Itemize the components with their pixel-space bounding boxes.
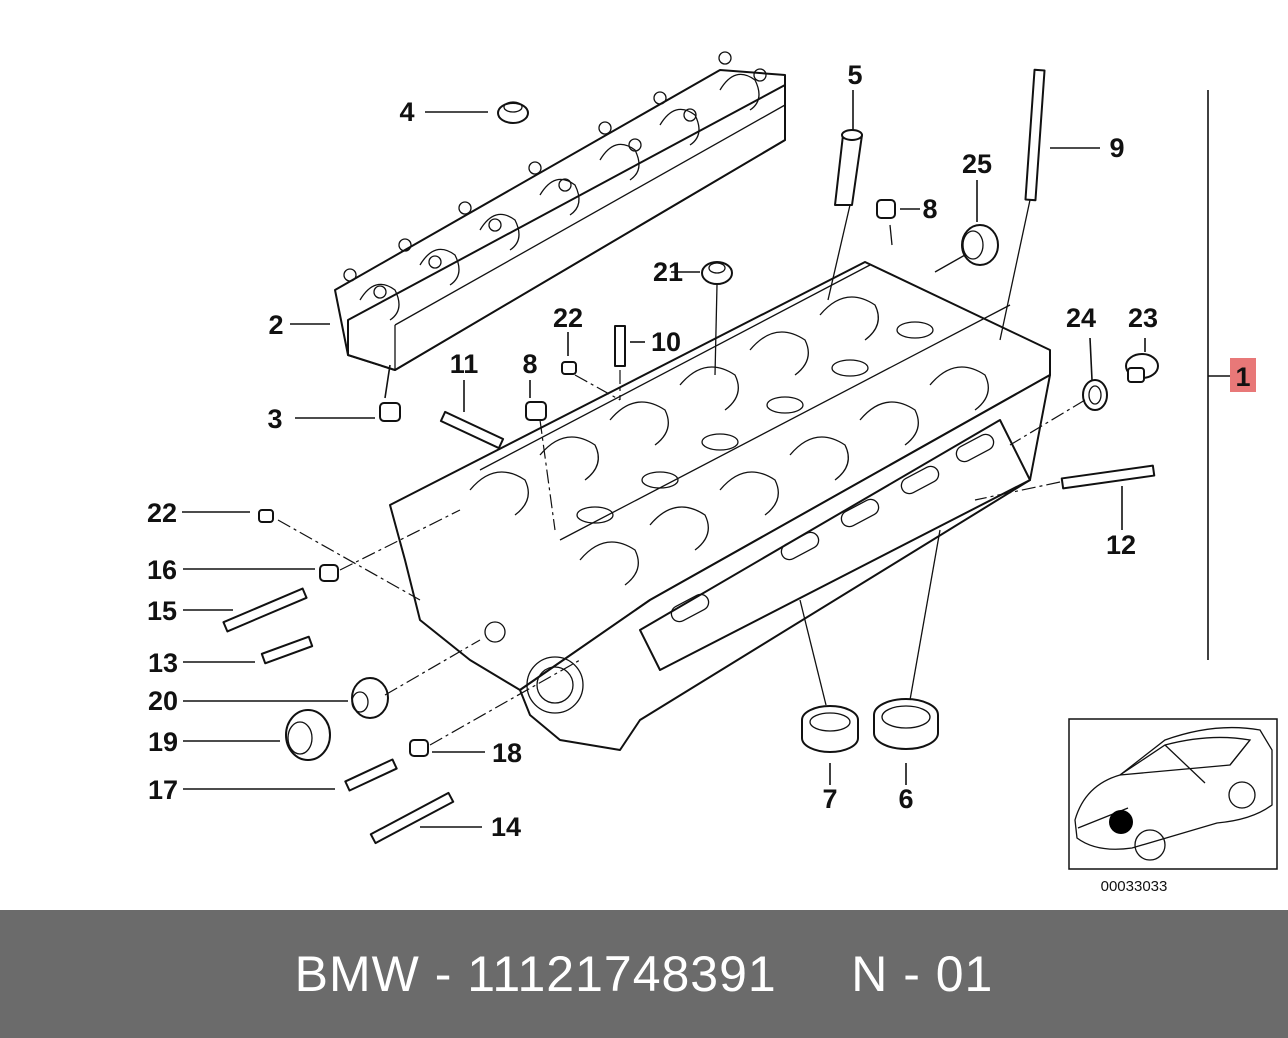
callout-25[interactable]: 25 xyxy=(962,149,992,179)
assembly-axis-lines xyxy=(277,199,1086,746)
bolt-part-10 xyxy=(614,325,626,367)
seal-ring-part-6 xyxy=(873,698,939,750)
washer-part-24 xyxy=(1082,379,1108,411)
stud-part-14 xyxy=(369,791,455,845)
cylinder-head xyxy=(389,261,1051,751)
stud-part-17 xyxy=(344,758,398,792)
dowel-part-8-upper xyxy=(876,199,896,219)
location-marker-icon xyxy=(1109,810,1133,834)
callout-20[interactable]: 20 xyxy=(148,686,178,716)
inset-code: 00033033 xyxy=(1101,878,1168,895)
stud-part-9 xyxy=(1024,68,1046,202)
dowel-part-8-lower xyxy=(525,401,547,421)
callout-22-lower[interactable]: 22 xyxy=(147,498,177,528)
plug-part-20 xyxy=(351,677,389,719)
separator: - xyxy=(419,946,468,1002)
bushing-part-16 xyxy=(319,564,339,582)
grub-screw-part-22-lower xyxy=(258,509,274,523)
callout-17[interactable]: 17 xyxy=(148,775,178,805)
plug-part-23 xyxy=(1125,353,1159,383)
callout-19[interactable]: 19 xyxy=(148,727,178,757)
callout-5[interactable]: 5 xyxy=(847,60,862,90)
callout-1[interactable]: 1 xyxy=(1235,362,1250,392)
callout-22-upper[interactable]: 22 xyxy=(553,303,583,333)
callout-2[interactable]: 2 xyxy=(268,310,283,340)
callout-4[interactable]: 4 xyxy=(399,97,414,127)
grub-screw-part-22-upper xyxy=(561,361,577,375)
callout-labels: 1 2 3 4 5 6 7 8 8 9 10 11 12 13 14 15 16… xyxy=(147,60,1256,842)
callout-13[interactable]: 13 xyxy=(148,648,178,678)
nut-part-4 xyxy=(497,101,529,124)
vehicle-location-inset: 00033033 xyxy=(1068,718,1278,895)
stud-part-12 xyxy=(1060,464,1156,490)
seal-ring-part-7 xyxy=(801,705,859,753)
callout-1-highlight xyxy=(1230,358,1256,392)
parts-diagram: 1 2 3 4 5 6 7 8 8 9 10 11 12 13 14 15 16… xyxy=(146,51,1278,895)
camshaft-bearing-ladder xyxy=(334,51,786,371)
callout-16[interactable]: 16 xyxy=(147,555,177,585)
part-number: 11121748391 xyxy=(467,946,777,1002)
callout-18[interactable]: 18 xyxy=(492,738,522,768)
spacer xyxy=(777,945,851,1003)
diagram-code: N - 01 xyxy=(851,946,994,1002)
brand-label: BMW xyxy=(294,946,420,1002)
callout-8-lower[interactable]: 8 xyxy=(522,349,537,379)
bushing-part-18 xyxy=(409,739,429,757)
callout-23[interactable]: 23 xyxy=(1128,303,1158,333)
callout-8-upper[interactable]: 8 xyxy=(922,194,937,224)
bushing-part-3 xyxy=(379,402,401,422)
car-silhouette-icon xyxy=(1074,726,1273,861)
callout-10[interactable]: 10 xyxy=(651,327,681,357)
callout-14[interactable]: 14 xyxy=(491,812,521,842)
callout-12[interactable]: 12 xyxy=(1106,530,1136,560)
plug-part-21 xyxy=(701,261,733,285)
callout-9[interactable]: 9 xyxy=(1109,133,1124,163)
stud-part-15 xyxy=(222,587,308,633)
part-number-bar: BMW - 11121748391 N - 01 xyxy=(0,910,1288,1038)
sleeve-part-5 xyxy=(834,129,863,206)
callout-21[interactable]: 21 xyxy=(653,257,683,287)
exploded-view-svg: 1 2 3 4 5 6 7 8 8 9 10 11 12 13 14 15 16… xyxy=(147,51,1278,895)
callout-3[interactable]: 3 xyxy=(267,404,282,434)
callout-6[interactable]: 6 xyxy=(898,784,913,814)
plug-part-25 xyxy=(961,224,999,266)
callout-7[interactable]: 7 xyxy=(822,784,837,814)
stud-part-11 xyxy=(439,410,505,450)
callout-11[interactable]: 11 xyxy=(450,349,479,379)
callout-24[interactable]: 24 xyxy=(1066,303,1096,333)
stud-part-13 xyxy=(260,635,314,665)
seal-ring-part-19 xyxy=(285,709,331,761)
leader-lines xyxy=(182,90,1232,828)
callout-15[interactable]: 15 xyxy=(147,596,177,626)
